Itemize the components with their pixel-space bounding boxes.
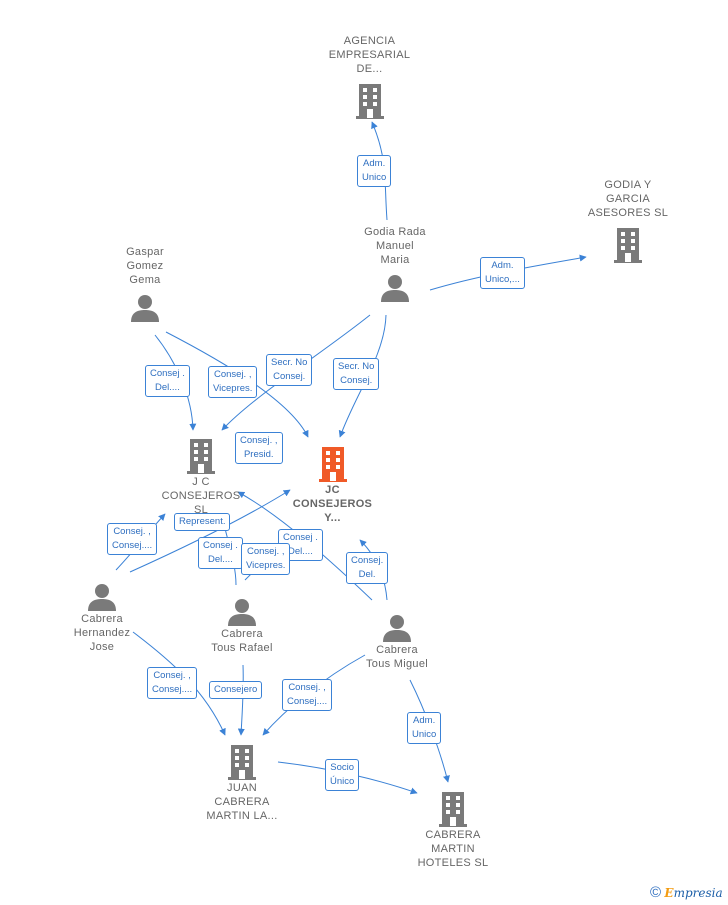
node-label: J C CONSEJEROS SL	[161, 476, 241, 516]
node-cabrera-hernandez[interactable]: Cabrera Hernandez Jose	[60, 582, 144, 654]
building-icon	[187, 439, 215, 474]
node-jc-consejeros-sl[interactable]: J C CONSEJEROS SL	[155, 437, 247, 517]
node-label: Godia Rada Manuel Maria	[364, 226, 426, 266]
node-label: JC CONSEJEROS Y...	[292, 484, 373, 524]
edge-rafael-juan	[237, 664, 245, 736]
edge-label-consej-vicepres-2[interactable]: Consej. , Vicepres.	[241, 543, 291, 575]
edge-label-consej-del[interactable]: Consej . Del....	[145, 365, 190, 397]
node-label: Cabrera Tous Rafael	[211, 628, 273, 654]
edge-label-consej-consej-3[interactable]: Consej. , Consej....	[282, 679, 333, 711]
building-icon	[228, 745, 256, 780]
person-icon	[88, 584, 116, 611]
node-gaspar[interactable]: Gaspar Gomez Gema	[105, 245, 185, 323]
edge-label-consej-consej[interactable]: Consej. , Consej....	[107, 523, 158, 555]
building-icon	[439, 792, 467, 827]
node-label: Gaspar Gomez Gema	[126, 246, 164, 286]
edge-label-consej-del-4[interactable]: Consej. Del.	[346, 552, 389, 584]
person-icon	[131, 295, 159, 322]
node-label: JUAN CABRERA MARTIN LA...	[206, 782, 278, 822]
person-icon	[383, 615, 411, 642]
edge-label-adm-unico-3[interactable]: Adm. Unico	[407, 712, 442, 744]
brand-logo: © Empresia	[650, 884, 723, 901]
edge-label-consej-consej-2[interactable]: Consej. , Consej....	[147, 667, 198, 699]
building-icon	[614, 228, 642, 263]
node-label: CABRERA MARTIN HOTELES SL	[417, 829, 489, 869]
edge-label-consej-presid[interactable]: Consej. , Presid.	[235, 432, 283, 464]
edge-label-secr-no-consej-2[interactable]: Secr. No Consej.	[333, 358, 380, 390]
edge-label-represent[interactable]: Represent.	[174, 513, 231, 531]
edge-label-consejero[interactable]: Consejero	[209, 681, 263, 699]
node-label: GODIA Y GARCIA ASESORES SL	[587, 179, 669, 219]
node-godia-rada[interactable]: Godia Rada Manuel Maria	[350, 225, 440, 303]
node-agencia[interactable]: AGENCIA EMPRESARIAL DE...	[322, 34, 417, 120]
node-label: Cabrera Hernandez Jose	[73, 613, 131, 653]
person-icon	[381, 275, 409, 302]
edge-label-adm-unico-2[interactable]: Adm. Unico,...	[480, 257, 525, 289]
node-label: Cabrera Tous Miguel	[366, 644, 428, 670]
edge-label-adm-unico[interactable]: Adm. Unico	[357, 155, 392, 187]
node-cabrera-hoteles[interactable]: CABRERA MARTIN HOTELES SL	[407, 790, 499, 870]
building-icon	[355, 84, 384, 119]
edge-label-socio-unico[interactable]: Socio Único	[325, 759, 360, 791]
node-godia-garcia[interactable]: GODIA Y GARCIA ASESORES SL	[578, 178, 678, 264]
edge-label-consej-del-2[interactable]: Consej . Del....	[198, 537, 243, 569]
edge-label-consej-vicepres[interactable]: Consej. , Vicepres.	[208, 366, 258, 398]
node-label: AGENCIA EMPRESARIAL DE...	[328, 35, 411, 75]
building-icon	[318, 447, 347, 482]
edge-label-secr-no-consej[interactable]: Secr. No Consej.	[266, 354, 313, 386]
node-juan-cabrera[interactable]: JUAN CABRERA MARTIN LA...	[196, 743, 288, 823]
person-icon	[228, 599, 256, 626]
copyright-icon: ©	[650, 884, 662, 901]
node-cabrera-rafael[interactable]: Cabrera Tous Rafael	[200, 597, 284, 655]
node-jc-consejeros-y[interactable]: JC CONSEJEROS Y...	[285, 445, 380, 525]
node-cabrera-miguel[interactable]: Cabrera Tous Miguel	[353, 613, 441, 671]
